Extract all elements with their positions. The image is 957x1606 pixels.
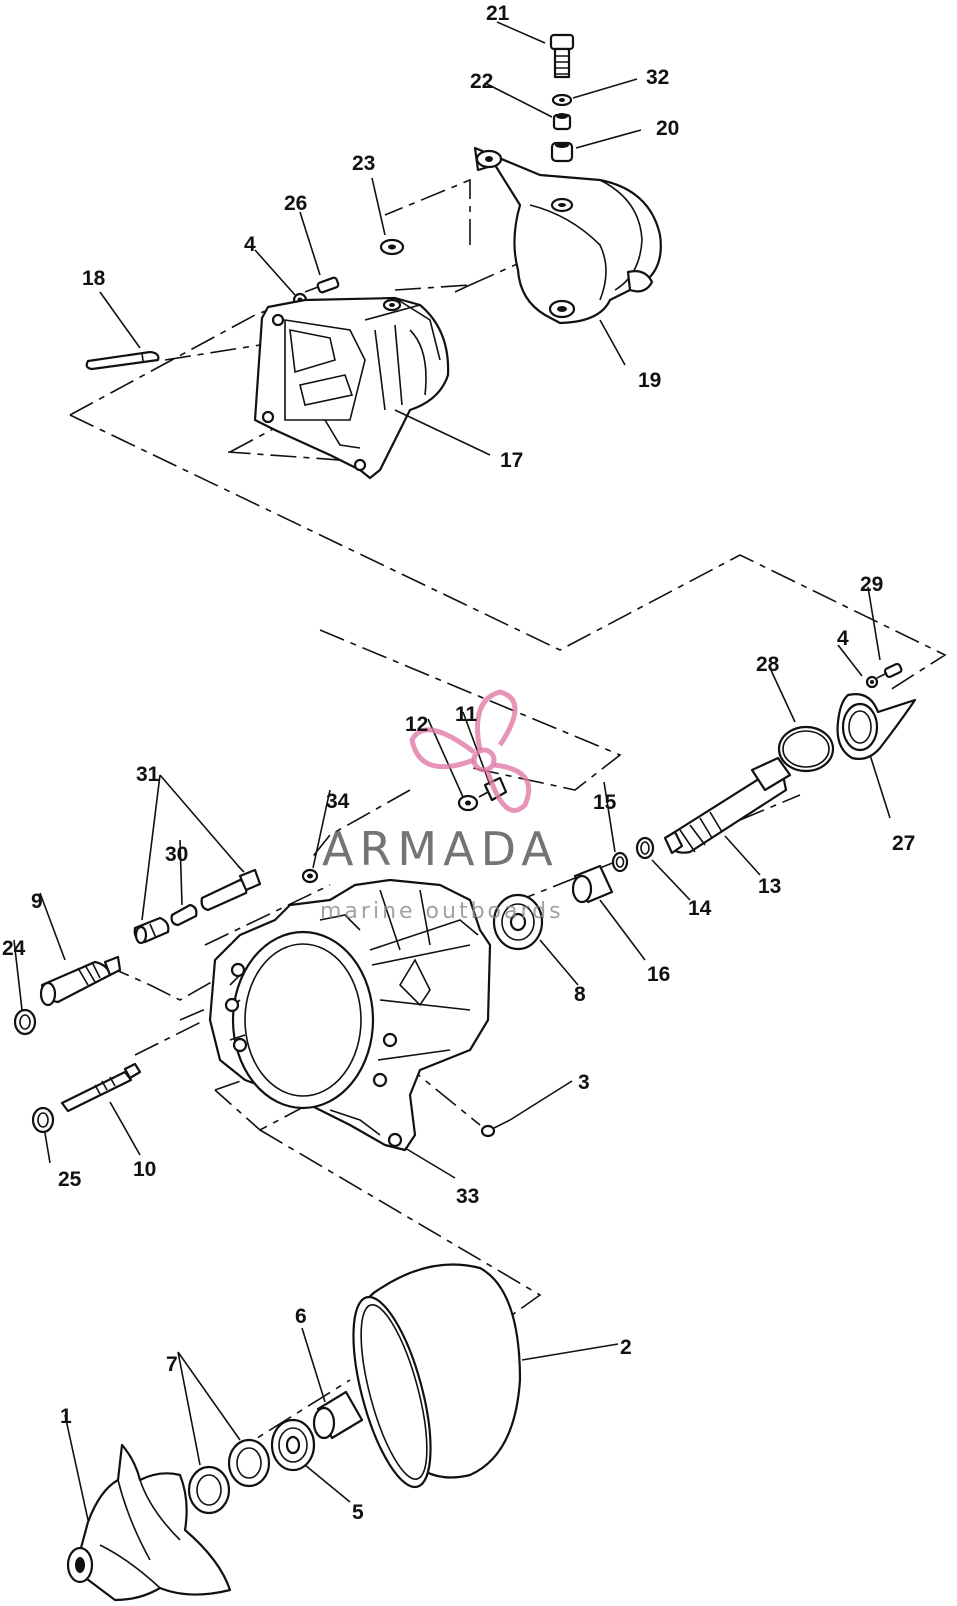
callout-21: 21 bbox=[486, 2, 510, 25]
callout-10: 10 bbox=[133, 1158, 156, 1181]
washer-12 bbox=[457, 794, 479, 812]
callout-31: 31 bbox=[136, 763, 160, 786]
callout-32: 32 bbox=[646, 66, 669, 89]
callout-28: 28 bbox=[756, 653, 780, 676]
callout-labels: 21 22 32 20 23 26 4 18 19 17 29 4 28 27 … bbox=[2, 2, 915, 1524]
stud-10 bbox=[60, 1062, 142, 1113]
callout-17: 17 bbox=[500, 449, 523, 472]
callout-34: 34 bbox=[326, 790, 350, 813]
fitting-31-left bbox=[133, 916, 170, 945]
sleeve-6 bbox=[312, 1390, 364, 1440]
callout-22: 22 bbox=[470, 70, 493, 93]
callout-16: 16 bbox=[647, 963, 670, 986]
callout-30: 30 bbox=[165, 843, 188, 866]
washer-32 bbox=[551, 93, 573, 107]
pin-18 bbox=[85, 350, 160, 371]
pump-housing-33 bbox=[208, 878, 492, 1152]
callout-12: 12 bbox=[405, 713, 428, 736]
spacer-20 bbox=[550, 141, 574, 163]
watermark-tagline: marine outboards bbox=[320, 899, 564, 924]
screw-26 bbox=[304, 276, 340, 294]
ring-15 bbox=[611, 851, 629, 873]
o-ring-25 bbox=[31, 1106, 55, 1134]
callout-4-top: 4 bbox=[244, 233, 256, 256]
armada-watermark: ARMADA marine outboards bbox=[320, 689, 564, 924]
bearing-8 bbox=[492, 893, 544, 951]
armada-logo-icon bbox=[409, 689, 532, 813]
callout-33: 33 bbox=[456, 1185, 479, 1208]
callout-2: 2 bbox=[620, 1336, 632, 1359]
callout-3: 3 bbox=[578, 1071, 590, 1094]
callout-15: 15 bbox=[593, 791, 617, 814]
callout-20: 20 bbox=[656, 117, 679, 140]
leader-lines bbox=[13, 21, 891, 1521]
callout-26: 26 bbox=[284, 192, 307, 215]
impeller-1 bbox=[66, 1443, 232, 1602]
ring-14 bbox=[635, 836, 655, 860]
assembly-lines bbox=[69, 178, 947, 1456]
callout-18: 18 bbox=[82, 267, 106, 290]
seal-7-a bbox=[227, 1438, 271, 1488]
wear-ring-2 bbox=[352, 1263, 522, 1489]
callout-8: 8 bbox=[574, 983, 586, 1006]
bearing-5 bbox=[270, 1418, 316, 1472]
fitting-9 bbox=[39, 955, 122, 1007]
callout-5: 5 bbox=[352, 1501, 364, 1524]
callout-6: 6 bbox=[295, 1305, 307, 1328]
screw-29 bbox=[876, 662, 903, 679]
callout-24: 24 bbox=[2, 937, 26, 960]
callout-1: 1 bbox=[60, 1405, 72, 1428]
venturi-housing-17 bbox=[253, 296, 450, 480]
callout-14: 14 bbox=[688, 897, 712, 920]
callout-27: 27 bbox=[892, 832, 915, 855]
bushing-16 bbox=[571, 864, 614, 904]
callout-29: 29 bbox=[860, 573, 883, 596]
bushing-22 bbox=[552, 113, 572, 131]
callout-25: 25 bbox=[58, 1168, 82, 1191]
hose-30-b bbox=[200, 878, 248, 912]
callout-4-right: 4 bbox=[837, 627, 849, 650]
callout-13: 13 bbox=[758, 875, 781, 898]
steering-nozzle-19 bbox=[473, 146, 662, 325]
washer-23 bbox=[379, 238, 405, 256]
callout-19: 19 bbox=[638, 369, 661, 392]
cone-cap-27 bbox=[836, 693, 917, 760]
shaft-13 bbox=[663, 756, 792, 855]
bolt-21 bbox=[549, 33, 575, 79]
callout-11: 11 bbox=[455, 703, 478, 726]
watermark-brand: ARMADA bbox=[322, 822, 559, 876]
hose-30-a bbox=[170, 903, 198, 927]
plug-34 bbox=[301, 868, 319, 884]
o-ring-28 bbox=[777, 725, 835, 773]
callout-7: 7 bbox=[166, 1353, 178, 1376]
callout-23: 23 bbox=[352, 152, 375, 175]
screw-3 bbox=[480, 1119, 511, 1138]
seal-7-b bbox=[187, 1465, 231, 1515]
washer-4-right bbox=[865, 675, 879, 689]
o-ring-24 bbox=[13, 1008, 37, 1036]
callout-9: 9 bbox=[31, 890, 43, 913]
